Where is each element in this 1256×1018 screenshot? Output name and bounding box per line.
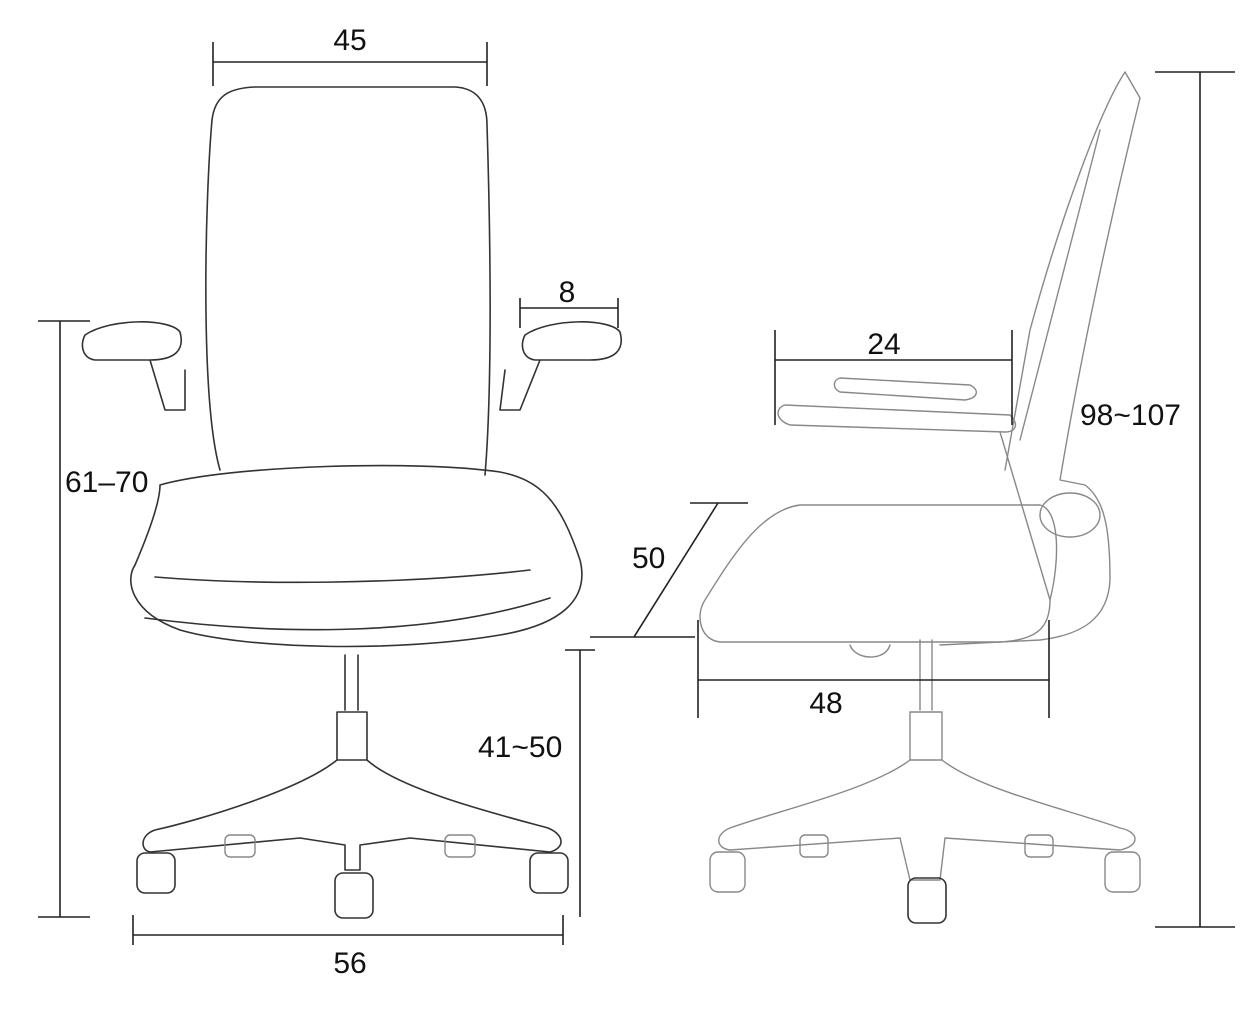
- side-view-chair: [699, 71, 1141, 924]
- label-seat-depth: 48: [809, 687, 842, 720]
- dim-seat-depth-diagonal: [590, 502, 748, 638]
- side-base: [718, 759, 1136, 881]
- left-armrest: [81, 321, 186, 411]
- label-armrest-height: 61–70: [65, 466, 148, 499]
- label-base-width: 56: [333, 947, 366, 980]
- dim-seat-depth: [697, 620, 1050, 718]
- label-seat-height: 41~50: [478, 731, 562, 764]
- backrest: [205, 86, 491, 476]
- label-armrest-length: 24: [867, 328, 900, 361]
- seat: [129, 464, 583, 648]
- dimension-lines: [38, 42, 1235, 945]
- dimension-labels: 45 8 61–70 56 41~50 24 50 48 98~107: [65, 24, 1181, 980]
- dim-armrest-height: [38, 320, 90, 918]
- label-armrest-width: 8: [559, 276, 576, 309]
- label-total-height: 98~107: [1080, 399, 1181, 432]
- right-armrest: [499, 321, 622, 411]
- label-back-width: 45: [333, 24, 366, 57]
- dim-armrest-width: [519, 298, 619, 328]
- casters: [136, 834, 569, 919]
- dim-seat-height: [565, 649, 595, 917]
- side-seat: [699, 504, 1058, 643]
- dim-back-width: [212, 42, 488, 86]
- dim-total-height: [1155, 71, 1235, 928]
- gas-lift: [336, 654, 368, 761]
- front-view-chair: [81, 86, 622, 919]
- label-seat-depth-diagonal: 50: [632, 542, 665, 575]
- dim-armrest-length: [774, 330, 1013, 425]
- dim-base-width: [132, 915, 564, 945]
- side-armrest: [777, 377, 1051, 601]
- side-casters: [709, 834, 1141, 924]
- base: [142, 759, 562, 871]
- side-backrest: [939, 71, 1141, 646]
